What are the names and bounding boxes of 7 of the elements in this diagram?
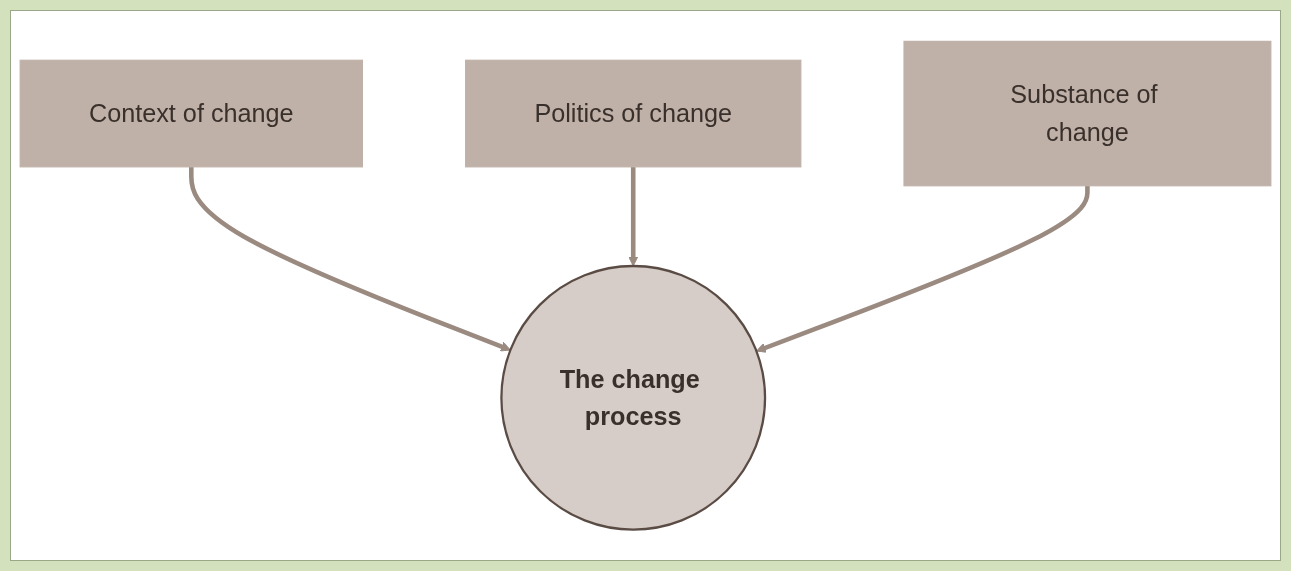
node-circle: The change process: [500, 264, 767, 531]
node-box: Substance of change: [903, 40, 1272, 187]
arrow: [756, 185, 1090, 353]
arrow: [628, 166, 639, 267]
node-box: Politics of change: [465, 59, 802, 168]
node-box: Context of change: [19, 59, 363, 168]
arrow: [189, 166, 511, 352]
